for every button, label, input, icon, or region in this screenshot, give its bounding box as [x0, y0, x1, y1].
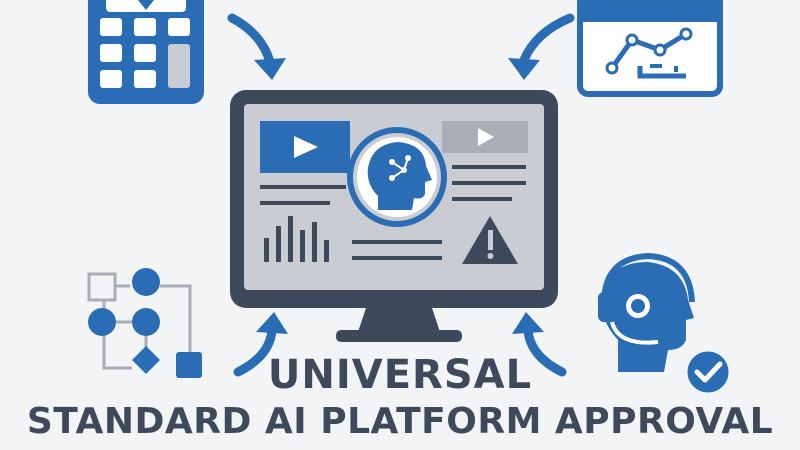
checkmark-badge-icon — [684, 348, 732, 396]
text-lines-left — [260, 185, 346, 205]
title-line-2: STANDARD AI PLATFORM APPROVAL — [26, 401, 774, 442]
ai-brain-head-icon — [347, 127, 447, 227]
support-agent-headset-icon — [598, 252, 695, 372]
warning-triangle-icon — [462, 216, 518, 264]
curved-arrow-bottom-right — [512, 312, 567, 377]
video-player-panel-right — [442, 121, 528, 153]
curved-arrow-bottom-left — [233, 312, 288, 377]
bar-chart-icon — [264, 216, 329, 262]
text-lines-center — [352, 240, 442, 260]
curved-arrow-top-right — [508, 13, 575, 80]
curved-arrow-top-left — [227, 13, 286, 80]
text-lines-right — [452, 165, 526, 201]
video-player-panel-left — [260, 121, 350, 173]
line-chart-window-icon — [577, 0, 723, 97]
title-line-1: UNIVERSAL — [267, 352, 533, 398]
flowchart-icon — [87, 268, 202, 378]
calculator-icon — [88, 0, 204, 104]
